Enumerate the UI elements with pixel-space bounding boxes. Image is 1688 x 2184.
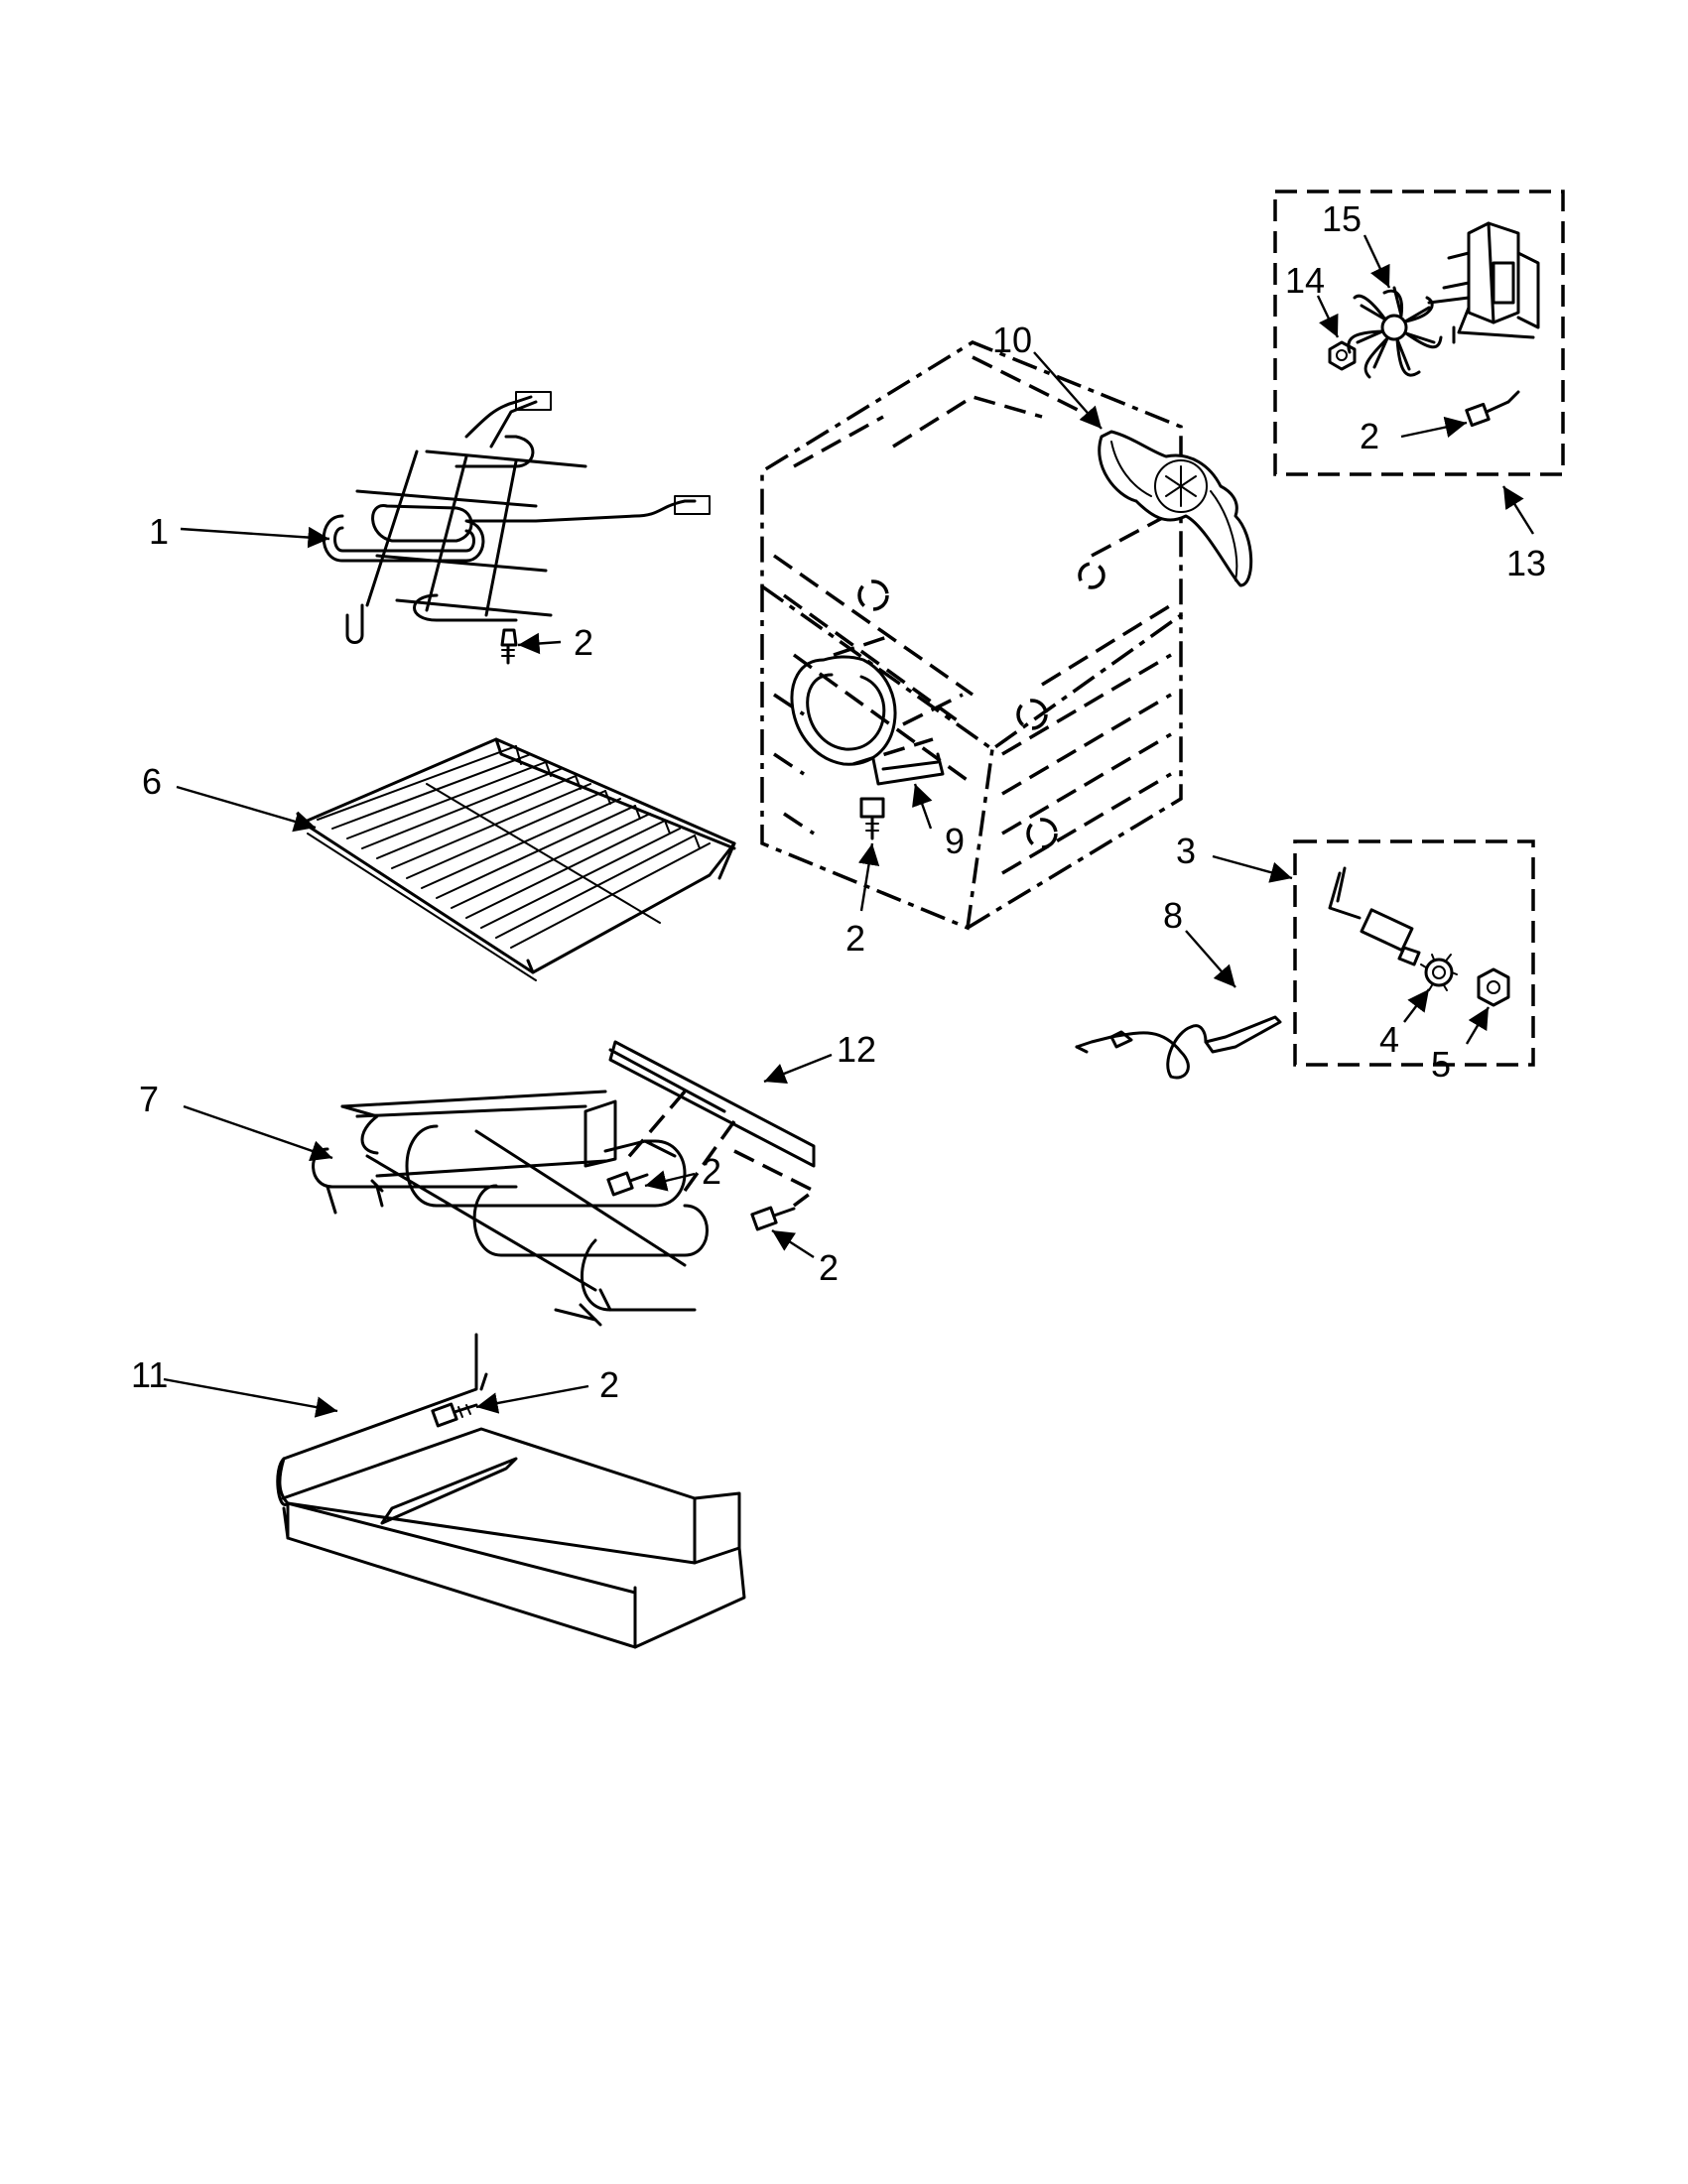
bake-element — [312, 1090, 709, 1327]
screw-icon — [606, 1171, 649, 1197]
leader-2b — [644, 1170, 696, 1192]
callout-2d: 2 — [599, 1364, 619, 1405]
callout-11: 11 — [131, 1354, 168, 1395]
leader-7 — [183, 1104, 333, 1162]
callout-2e: 2 — [845, 918, 865, 959]
fan-motor — [1427, 221, 1540, 344]
oven-rack — [296, 737, 736, 981]
fan-blade — [1347, 286, 1443, 379]
heat-shield — [276, 1333, 746, 1649]
screw-icon — [431, 1402, 478, 1428]
callout-8: 8 — [1163, 895, 1183, 936]
leader-3 — [1212, 854, 1293, 883]
callout-12: 12 — [837, 1029, 876, 1070]
callout-14: 14 — [1285, 260, 1325, 301]
fan-motor-kit-box — [1273, 190, 1565, 476]
broil-element — [322, 391, 711, 665]
leader-13 — [1501, 485, 1535, 535]
leader-8 — [1185, 930, 1236, 988]
leader-2c — [771, 1228, 815, 1259]
meat-probe — [1075, 1015, 1282, 1080]
fan-cover — [1098, 430, 1253, 587]
temperature-sensor — [1328, 866, 1421, 966]
leader-5 — [1465, 1006, 1491, 1045]
leader-9 — [912, 783, 933, 830]
callout-4: 4 — [1379, 1019, 1399, 1060]
callout-7: 7 — [139, 1079, 159, 1119]
leader-10 — [1033, 351, 1103, 430]
leader-14 — [1316, 295, 1340, 338]
leader-2a — [517, 632, 562, 655]
screw-icon — [500, 628, 518, 665]
leader-11 — [163, 1377, 338, 1418]
callout-3: 3 — [1176, 831, 1196, 871]
callout-15: 15 — [1322, 198, 1362, 239]
callout-2a: 2 — [574, 622, 593, 663]
leader-1 — [180, 526, 330, 549]
callout-2b: 2 — [702, 1151, 721, 1192]
leader-12 — [763, 1053, 833, 1085]
screw-icon — [1465, 390, 1520, 428]
leader-2d — [475, 1384, 589, 1414]
leader-4 — [1403, 988, 1430, 1023]
callout-2f: 2 — [1360, 416, 1379, 456]
washer-icon — [1420, 954, 1458, 991]
callout-10: 10 — [992, 320, 1032, 360]
leader-2f — [1400, 416, 1468, 439]
nut-icon — [1328, 340, 1357, 371]
sensor-kit-box — [1293, 839, 1535, 1067]
screw-icon — [750, 1206, 796, 1231]
callout-2c: 2 — [819, 1247, 839, 1288]
leader-15 — [1363, 234, 1391, 289]
nut-icon — [1477, 967, 1510, 1007]
callout-9: 9 — [945, 821, 965, 861]
screw-icon — [859, 797, 885, 840]
convection-element — [790, 633, 964, 840]
callout-1: 1 — [149, 511, 169, 552]
callout-5: 5 — [1431, 1044, 1451, 1085]
element-bracket — [606, 1040, 818, 1231]
callout-13: 13 — [1506, 543, 1546, 583]
callout-6: 6 — [142, 761, 162, 802]
leader-2e — [857, 842, 880, 912]
oven-cavity-phantom — [760, 340, 1183, 931]
leader-6 — [176, 785, 317, 833]
